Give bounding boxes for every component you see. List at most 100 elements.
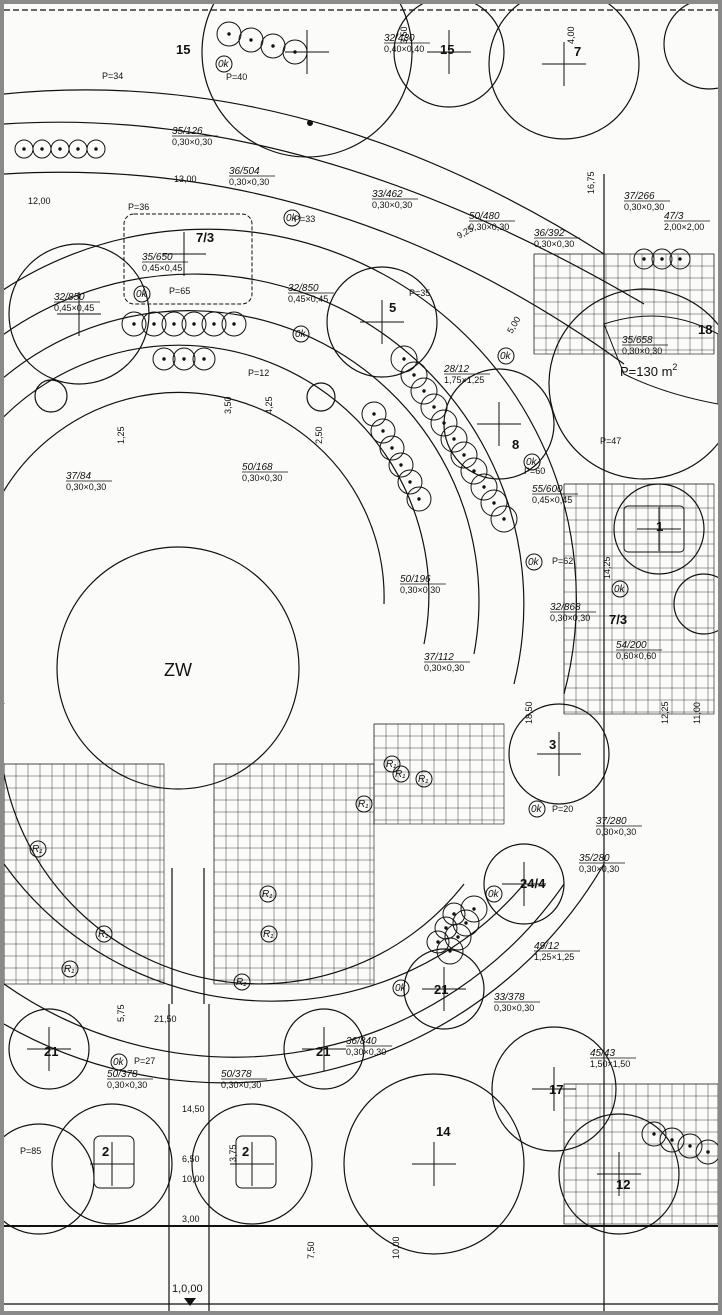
plant-spec-size: 0,30×0,30	[534, 239, 574, 249]
ok-marker: 0k	[136, 289, 148, 300]
bed-2b	[235, 1135, 277, 1189]
plant-spec-number: 50/196	[400, 574, 431, 585]
plant-spec-number: 35/658	[622, 335, 653, 346]
tree-crown-7b	[663, 4, 718, 90]
ok-marker-ring	[215, 55, 233, 73]
plant-spec-size: 0,30×0,30	[107, 1080, 147, 1090]
plant-spec-number: 50/168	[242, 462, 273, 473]
tree-number: 21	[316, 1044, 330, 1059]
tree-crown-right-mid	[548, 288, 718, 480]
tree-number: 7	[574, 44, 581, 59]
ok-marker: 0k	[614, 584, 626, 595]
plant-spec-number: 35/126	[172, 126, 203, 137]
dimension-label: P=33	[294, 214, 315, 224]
plant-spec-size: 0,30×0,30	[494, 1003, 534, 1013]
area-label-sup: 2	[672, 362, 677, 372]
dimension-label: P=62	[552, 556, 573, 566]
ring-path-1	[4, 391, 385, 704]
grid-hatching	[4, 253, 718, 1224]
bed-18	[603, 315, 718, 405]
plant-spec-size: 1,25×1,25	[534, 952, 574, 962]
tree-crown-7	[488, 4, 640, 140]
plant-spec-number: 32/850	[288, 283, 319, 294]
tree-number: 15	[440, 42, 454, 57]
tree-number: 1	[656, 519, 663, 534]
tree-number: 14	[436, 1124, 451, 1139]
tree-number: 7/3	[609, 612, 627, 627]
ring-path-2	[4, 344, 430, 774]
dimension-label: 18,50	[524, 701, 534, 724]
tree-crown-2a	[51, 1103, 173, 1225]
r-marker: R₁	[358, 799, 368, 810]
dimension-label: P=36	[128, 202, 149, 212]
plant-spec-number: 28/12	[443, 364, 469, 375]
dimension-label: P=35	[409, 288, 430, 298]
plant-spec-number: 37/84	[66, 471, 91, 482]
plant-spec-number: 32/868	[550, 602, 581, 613]
tree-crown-21a	[8, 1008, 90, 1090]
plant-spec-number: 50/378	[221, 1069, 252, 1080]
ok-marker-ring	[392, 979, 410, 997]
dimension-label: 12,25	[660, 701, 670, 724]
plant-spec-size: 1,50×1,50	[590, 1059, 630, 1069]
dimension-label: 16,75	[586, 171, 596, 194]
dimension-label: 5,75	[116, 1004, 126, 1022]
tree-crown-5	[326, 266, 438, 378]
tree-number: 18	[698, 322, 712, 337]
plant-spec-number: 36/840	[346, 1036, 377, 1047]
plant-spec-size: 0,30×0,30	[242, 473, 282, 483]
plant-spec-number: 32/850	[54, 292, 85, 303]
plant-spec-number: 50/480	[469, 211, 500, 222]
r-marker-ring	[415, 770, 433, 788]
dimension-label: 2,50	[314, 426, 324, 444]
plant-spec-size: 2,00×2,00	[664, 222, 704, 232]
dimension-label: P=40	[226, 72, 247, 82]
tree-crown-7-3	[343, 1073, 525, 1255]
plant-spec-size: 0,30×0,30	[469, 222, 509, 232]
plant-spec-size: 0,45×0,45	[54, 303, 94, 313]
plant-spec-size: 0,30×0,30	[172, 137, 212, 147]
ok-marker-ring	[611, 580, 629, 598]
ok-marker-ring	[497, 347, 515, 365]
tree-number: 2	[102, 1144, 109, 1159]
r-marker-ring	[29, 840, 47, 858]
bed-2a	[93, 1135, 135, 1189]
area-label: P=130 m2	[620, 362, 677, 379]
ok-marker-ring	[292, 325, 310, 343]
plant-spec-number: 45/43	[590, 1048, 615, 1059]
plant-spec-size: 0,30×0,30	[596, 827, 636, 837]
plant-spec-number: 55/600	[532, 484, 563, 495]
tree-number: 17	[549, 1082, 563, 1097]
plant-spec-size: 0,40×0,40	[384, 44, 424, 54]
plant-spec-number: 37/266	[624, 191, 655, 202]
plant-spec-number: 50/378	[107, 1069, 138, 1080]
ok-marker: 0k	[113, 1057, 125, 1068]
plant-spec-number: 33/378	[494, 992, 525, 1003]
tree-crown-21d	[483, 843, 565, 925]
dimension-label: 12,00	[28, 196, 51, 206]
ring-path-3	[4, 310, 480, 824]
top-arc-1	[4, 89, 605, 255]
tree-number: 21	[434, 982, 448, 997]
tree-crown-15b	[393, 4, 505, 108]
tree-number: 2	[242, 1144, 249, 1159]
dimension-label: P=47	[600, 436, 621, 446]
r-marker-ring	[259, 885, 277, 903]
tree-14-dot	[307, 120, 313, 126]
r-marker-ring	[260, 925, 278, 943]
ok-marker-ring	[283, 209, 301, 227]
dimension-label: 13,00	[174, 174, 197, 184]
dimension-label: 5,00	[505, 315, 522, 335]
plant-spec-number: 33/462	[372, 189, 403, 200]
ok-marker-ring	[110, 1053, 128, 1071]
plant-spec-number: 35/650	[142, 252, 173, 263]
dimension-label: 3,75	[228, 1144, 238, 1162]
ok-marker: 0k	[286, 213, 298, 224]
tree-crown-47b	[306, 382, 336, 412]
ok-marker: 0k	[500, 351, 512, 362]
dimension-label: 14,50	[182, 1104, 205, 1114]
ok-marker-ring	[485, 885, 503, 903]
shrub-hedges	[14, 21, 718, 1165]
r-marker: R₁	[98, 929, 108, 940]
r-marker: R₁	[236, 977, 246, 988]
